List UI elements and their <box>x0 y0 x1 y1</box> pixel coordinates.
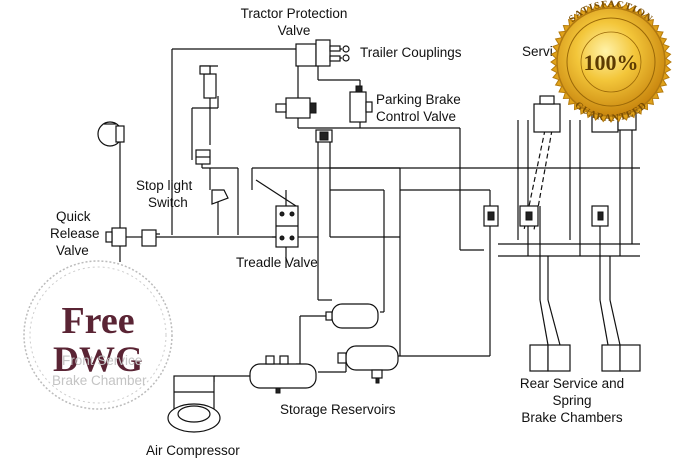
label-tractor-protection-valve-2: Valve <box>278 23 311 38</box>
label-storage-reservoirs: Storage Reservoirs <box>280 402 396 417</box>
free-dwg-watermark: Free DWG <box>23 260 173 410</box>
check-valve-left <box>195 149 211 165</box>
label-quick-release-3: Valve <box>56 243 89 258</box>
labels: Tractor Protection Valve Trailer Couplin… <box>50 6 624 458</box>
quick-release-valve <box>105 227 160 247</box>
label-service-partial: Servi <box>522 44 553 59</box>
parking-brake-control-valve <box>349 85 373 123</box>
label-rear-chambers-2: Spring <box>552 393 591 408</box>
label-stop-light-2: Switch <box>148 195 188 210</box>
storage-reservoir-lower <box>249 355 317 394</box>
rear-spring-brake-chamber-2 <box>601 344 641 372</box>
front-brake-chamber <box>97 121 125 147</box>
rear-relay-valve-3 <box>591 205 609 227</box>
storage-reservoir-upper <box>325 303 379 329</box>
watermark-line2: DWG <box>53 339 143 379</box>
rear-spring-brake-chamber-1 <box>529 344 571 372</box>
label-tractor-protection-valve-1: Tractor Protection <box>241 6 348 21</box>
watermark-line1: Free <box>61 300 134 342</box>
stop-light-switch <box>211 189 229 205</box>
label-parking-brake-1: Parking Brake <box>376 92 461 107</box>
label-stop-light-1: Stop light <box>136 178 193 193</box>
air-lines <box>119 48 640 382</box>
label-rear-chambers-1: Rear Service and <box>520 376 624 391</box>
label-trailer-couplings: Trailer Couplings <box>360 45 462 60</box>
treadle-valve <box>275 205 299 248</box>
label-quick-release-1: Quick <box>56 209 91 224</box>
label-air-compressor: Air Compressor <box>146 443 240 458</box>
label-rear-chambers-3: Brake Chambers <box>521 410 623 425</box>
rear-relay-valve-1 <box>483 205 499 227</box>
label-treadle-valve: Treadle Valve <box>236 255 318 270</box>
rear-relay-valve-2 <box>519 205 539 227</box>
tractor-protection-valve <box>295 39 341 67</box>
label-front-brake-1: Front Service <box>62 353 142 368</box>
trailer-couplings-icon <box>342 45 350 62</box>
relay-valve <box>275 97 317 119</box>
brake-cylinder-small <box>199 65 217 99</box>
storage-reservoir-middle <box>337 345 399 384</box>
label-parking-brake-2: Control Valve <box>376 109 456 124</box>
label-front-brake-2: Brake Chamber <box>52 373 147 388</box>
label-quick-release-2: Release <box>50 226 100 241</box>
seal-center-text: 100% <box>584 50 639 75</box>
double-check-valve <box>315 129 333 143</box>
satisfaction-guaranteed-seal: SATISFACTION GUARANTEED 100% <box>550 0 672 124</box>
air-compressor <box>167 375 221 433</box>
